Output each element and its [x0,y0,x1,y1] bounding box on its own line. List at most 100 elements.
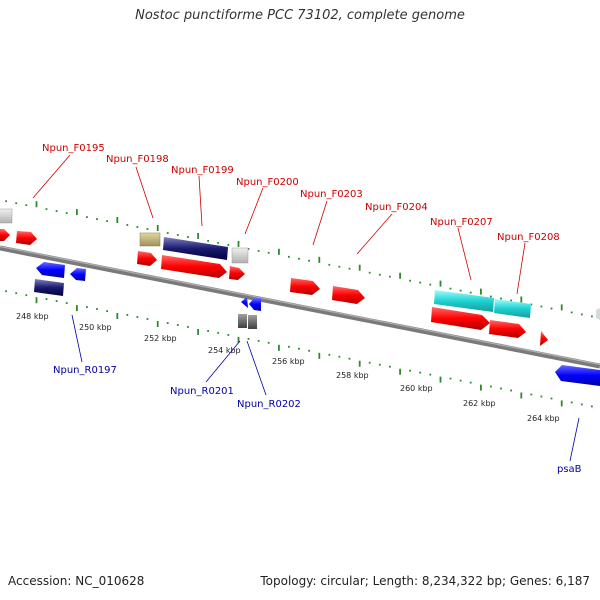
minor-tick [65,212,68,214]
gene-label-npun-f0199[interactable]: Npun_F0199 [171,165,234,176]
minor-tick [500,297,502,300]
reverse-gene-labels: Npun_R0197 Npun_R0201 Npun_R0202 psaB [53,365,582,475]
minor-tick [176,234,179,236]
callout-line [198,175,203,227]
major-tick [76,209,78,216]
dark-grey-feature [238,314,247,328]
gene-label-npun-f0195[interactable]: Npun_F0195 [42,143,105,154]
minor-tick [409,279,411,282]
minor-tick [207,240,209,242]
minor-tick [530,303,533,306]
gene-label-npun-f0204[interactable]: Npun_F0204 [365,202,428,213]
callout-line [516,242,526,295]
minor-tick [459,289,462,292]
minor-tick [378,363,381,366]
major-tick [358,264,361,271]
scale-label: 248 kbp [16,312,49,321]
minor-tick [126,224,129,226]
major-tick [399,368,401,375]
minor-tick [328,353,331,356]
minor-tick [146,228,149,230]
minor-tick [550,307,553,310]
callout-line [32,154,71,199]
minor-tick [449,287,452,290]
minor-tick [368,271,371,274]
callout-line [312,200,328,246]
minor-tick [570,401,573,404]
minor-tick [328,263,331,266]
forward-gene-arrow [489,320,526,338]
minor-tick [591,405,593,408]
minor-tick [166,322,169,324]
major-tick [560,304,563,311]
minor-tick [187,326,189,328]
minor-tick [15,292,18,295]
minor-tick [227,244,230,246]
major-tick [116,313,119,319]
gene-label-npun-f0207[interactable]: Npun_F0207 [430,217,493,228]
callout-line [246,340,267,396]
callout-line [205,340,241,383]
minor-tick [5,290,7,293]
major-tick [520,392,523,399]
major-tick [358,360,361,367]
major-tick [156,321,159,327]
minor-tick [187,236,189,238]
gene-label-psab[interactable]: psaB [557,464,582,475]
minor-tick [580,313,583,316]
minor-tick [45,208,48,210]
minor-tick [247,248,250,250]
reverse-gene-arrow [70,268,86,281]
minor-tick [540,395,543,398]
minor-tick [490,295,492,298]
minor-tick [469,381,472,384]
major-tick [439,280,442,287]
minor-tick [136,316,139,318]
minor-tick [298,347,300,350]
scale-label: 250 kbp [79,323,112,332]
gene-label-npun-r0201[interactable]: Npun_R0201 [170,386,234,397]
callout-line [569,417,580,462]
minor-tick [136,226,139,228]
minor-tick [257,250,260,252]
tick-tracks [5,200,593,408]
major-tick [197,232,199,239]
genome-backbone [0,245,600,369]
minor-tick [348,267,351,270]
minor-tick [308,349,310,352]
gene-label-npun-f0200[interactable]: Npun_F0200 [236,177,299,188]
major-tick [439,376,442,383]
minor-tick [227,334,230,336]
minor-tick [96,308,98,310]
scale-label: 264 kbp [527,414,560,423]
minor-tick [217,242,220,244]
minor-tick [500,387,502,390]
map-title: Nostoc punctiforme PCC 73102, complete g… [135,8,465,23]
reverse-feature-box [34,279,64,296]
minor-tick [86,216,88,218]
major-tick [237,336,240,343]
gene-label-npun-f0203[interactable]: Npun_F0203 [300,189,363,200]
minor-tick [45,298,48,300]
minor-tick [591,315,593,318]
minor-tick [166,232,169,234]
minor-tick [207,330,209,332]
minor-tick [25,204,28,207]
cyan-feature [494,299,531,318]
forward-gene-arrow [332,286,365,304]
scale-label: 260 kbp [400,384,433,393]
minor-tick [86,306,88,308]
callout-line [244,187,264,235]
major-tick [318,352,321,359]
minor-tick [126,314,129,316]
callout-line [71,314,83,363]
forward-gene-labels: Npun_F0195 Npun_F0198 Npun_F0199 Npun_F0… [42,143,560,243]
gene-label-npun-f0208[interactable]: Npun_F0208 [497,232,560,243]
gene-label-npun-f0198[interactable]: Npun_F0198 [106,154,169,165]
khaki-feature [139,232,161,247]
gene-label-npun-r0197[interactable]: Npun_R0197 [53,365,117,376]
gene-label-npun-r0202[interactable]: Npun_R0202 [237,399,301,410]
genome-summary-text: Topology: circular; Length: 8,234,322 bp… [260,574,590,588]
minor-tick [65,302,68,304]
minor-tick [419,281,422,284]
